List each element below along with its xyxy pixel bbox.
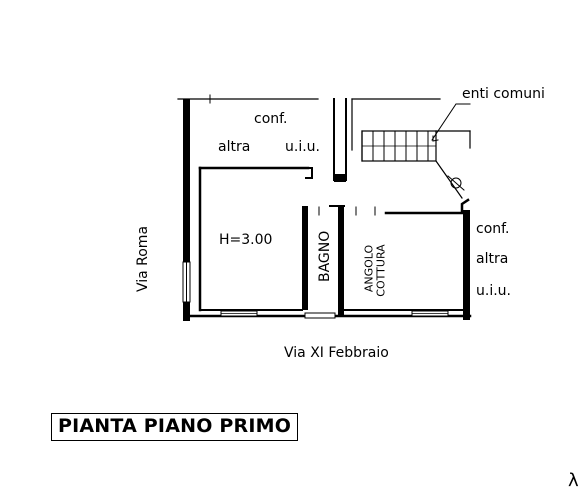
street-label-left: Via Roma — [135, 225, 151, 293]
neighbor-top-label-2b: u.i.u. — [285, 139, 320, 155]
kitchen-top-wall — [384, 198, 470, 215]
street-label-bottom: Via XI Febbraio — [284, 345, 389, 361]
main-room-height-label: H=3.00 — [219, 232, 273, 248]
neighbor-right-label-1: conf. — [476, 221, 510, 237]
right-outer-wall — [463, 210, 470, 320]
neighbor-right-label-2: altra — [476, 251, 509, 267]
bottom-window-mid — [304, 312, 336, 319]
neighbor-right-label-3: u.i.u. — [476, 283, 511, 299]
kitchen-label-1: ANGOLO — [362, 244, 376, 293]
bathroom-left-wall — [302, 206, 308, 310]
stair-core-wall — [333, 98, 347, 181]
plan-title: PIANTA PIANO PRIMO — [51, 413, 299, 441]
neighbor-top-label-2a: altra — [218, 139, 251, 155]
kitchen-label-2: COTTURA — [374, 244, 388, 297]
neighbor-top-label-1: conf. — [254, 111, 288, 127]
left-outer-wall — [183, 99, 190, 321]
common-areas-leader — [431, 103, 471, 141]
bathroom-right-wall — [338, 206, 344, 316]
corner-mark: λ — [568, 470, 579, 491]
door-stub-top — [299, 167, 313, 179]
bathroom-label: BAGNO — [317, 230, 333, 282]
common-areas-label: enti comuni — [462, 86, 545, 102]
